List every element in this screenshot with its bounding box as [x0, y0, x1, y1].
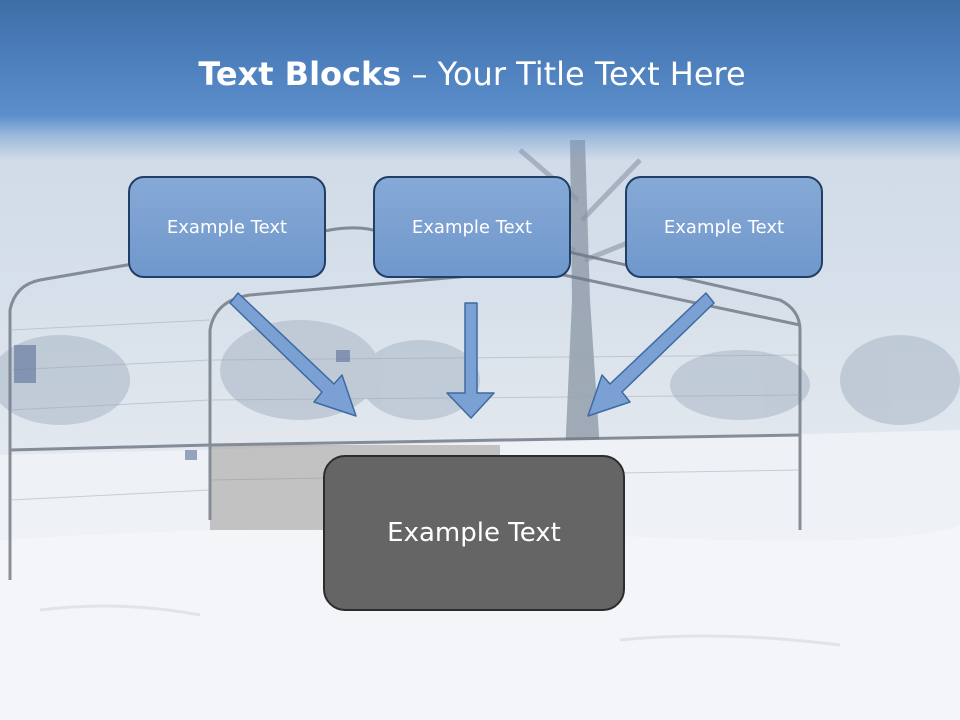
- text-box-1-label: Example Text: [166, 216, 288, 238]
- title-band: [0, 0, 960, 160]
- text-box-3-label: Example Text: [663, 216, 785, 238]
- text-box-2-label: Example Text: [411, 216, 533, 238]
- title-bold-part: Text Blocks: [198, 55, 402, 93]
- target-text-box[interactable]: Example Text: [323, 455, 625, 611]
- title-separator: –: [401, 55, 438, 93]
- target-text-box-label: Example Text: [387, 518, 561, 548]
- text-box-2[interactable]: Example Text: [373, 176, 571, 278]
- slide-title: Text Blocks – Your Title Text Here: [0, 52, 944, 96]
- text-box-3[interactable]: Example Text: [625, 176, 823, 278]
- title-rest: Your Title Text Here: [437, 55, 746, 93]
- text-box-1[interactable]: Example Text: [128, 176, 326, 278]
